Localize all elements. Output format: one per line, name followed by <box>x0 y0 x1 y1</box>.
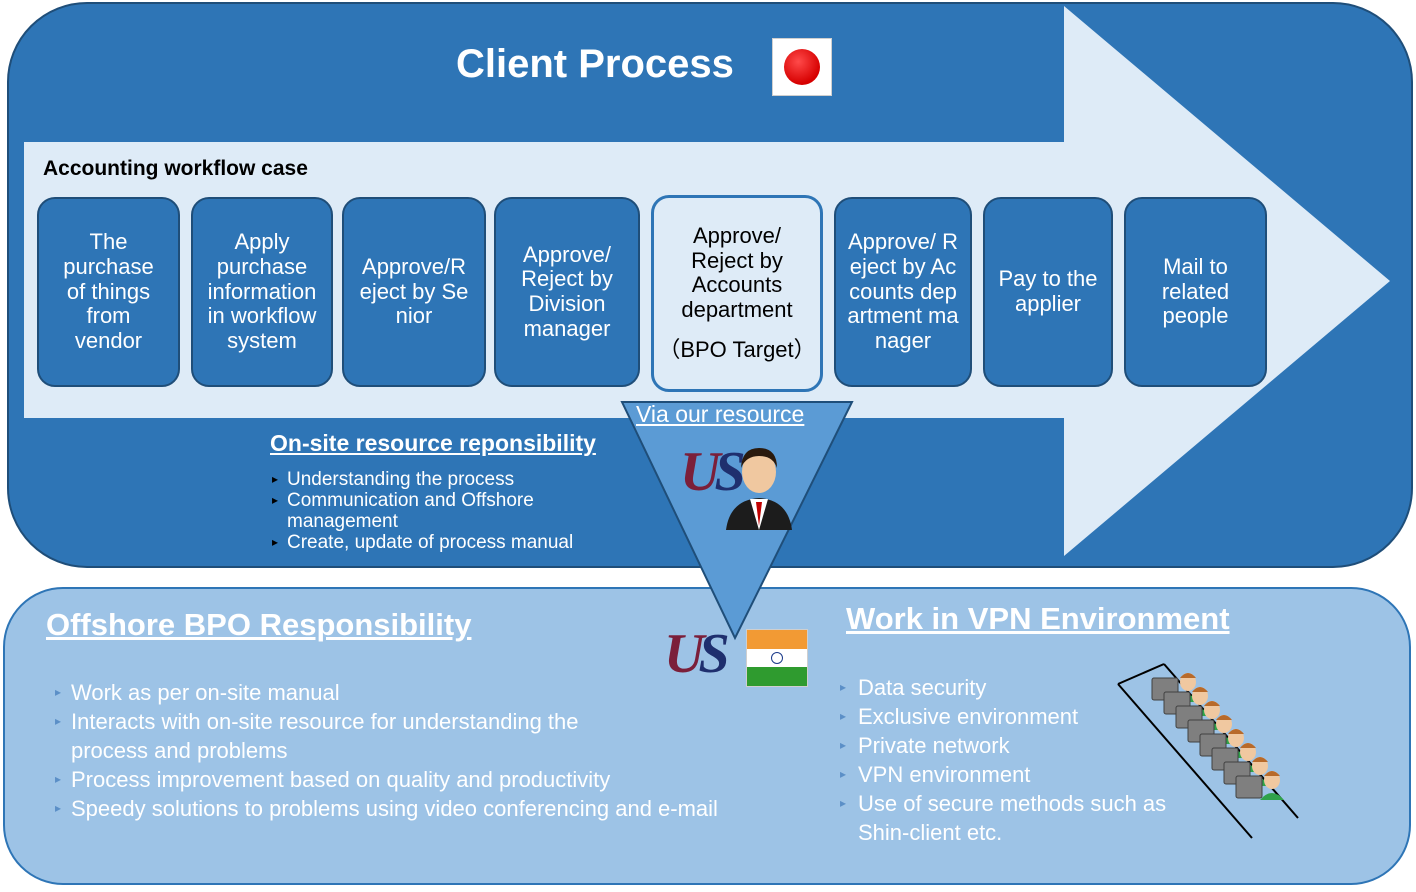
workflow-step-accounts-manager: Approve/ Reject by Accounts department m… <box>834 197 972 387</box>
workflow-step-label: Mail to related people <box>1161 254 1230 329</box>
workflow-step-label: The purchase of things from vendor <box>63 229 154 353</box>
via-resource-label: Via our resource <box>636 401 805 427</box>
india-flag-icon <box>746 629 808 687</box>
list-item: Create, update of process manual <box>272 532 587 553</box>
workflow-step-purchase: The purchase of things from vendor <box>37 197 180 387</box>
list-item: Data security <box>840 673 1200 702</box>
list-item: Work as per on-site manual <box>55 678 745 707</box>
workflow-step-label: Apply purchase information in workflow s… <box>207 229 317 353</box>
businessman-icon <box>726 448 792 530</box>
list-item: Private network <box>840 731 1200 760</box>
workflow-step-division-manager: Approve/ Reject by Division manager <box>494 197 640 387</box>
list-item: Understanding the process <box>272 469 587 490</box>
workers-at-computers-icon <box>1117 663 1299 839</box>
onsite-list: Understanding the process Communication … <box>272 469 587 553</box>
company-logo-icon: US <box>664 623 730 685</box>
offshore-title: Offshore BPO Responsibility <box>46 607 472 642</box>
page-title: Client Process <box>456 42 734 86</box>
bpo-target-note: （BPO Target） <box>658 337 816 363</box>
list-item: VPN environment <box>840 760 1200 789</box>
workflow-step-mail: Mail to related people <box>1124 197 1267 387</box>
vpn-list: Data security Exclusive environment Priv… <box>840 673 1200 847</box>
workflow-step-label: Approve/ Reject by Accounts department m… <box>847 229 959 353</box>
workflow-step-label: Approve/ Reject by Division manager <box>521 241 613 341</box>
japan-flag-icon <box>772 38 832 96</box>
list-item: Speedy solutions to problems using video… <box>55 794 745 823</box>
list-item: Communication and Offshore management <box>272 490 587 532</box>
onsite-title: On-site resource reponsibility <box>270 430 596 456</box>
workflow-step-label: Pay to the applier <box>998 266 1098 316</box>
workflow-step-accounts-department: Approve/ Reject by Accounts department （… <box>651 195 823 392</box>
workflow-step-label: Approve/ Reject by Accounts department <box>681 222 793 322</box>
workflow-step-pay: Pay to the applier <box>983 197 1113 387</box>
vpn-title: Work in VPN Environment <box>846 601 1230 636</box>
list-item: Use of secure methods such as Shin-clien… <box>840 789 1188 847</box>
workflow-step-apply: Apply purchase information in workflow s… <box>191 197 333 387</box>
list-item: Interacts with on-site resource for unde… <box>55 707 661 765</box>
list-item: Process improvement based on quality and… <box>55 765 745 794</box>
workflow-case-label: Accounting workflow case <box>43 157 308 180</box>
workflow-step-label: Approve/Reject by Senior <box>359 254 469 329</box>
offshore-list: Work as per on-site manual Interacts wit… <box>55 678 745 823</box>
workflow-step-senior: Approve/Reject by Senior <box>342 197 486 387</box>
list-item: Exclusive environment <box>840 702 1200 731</box>
